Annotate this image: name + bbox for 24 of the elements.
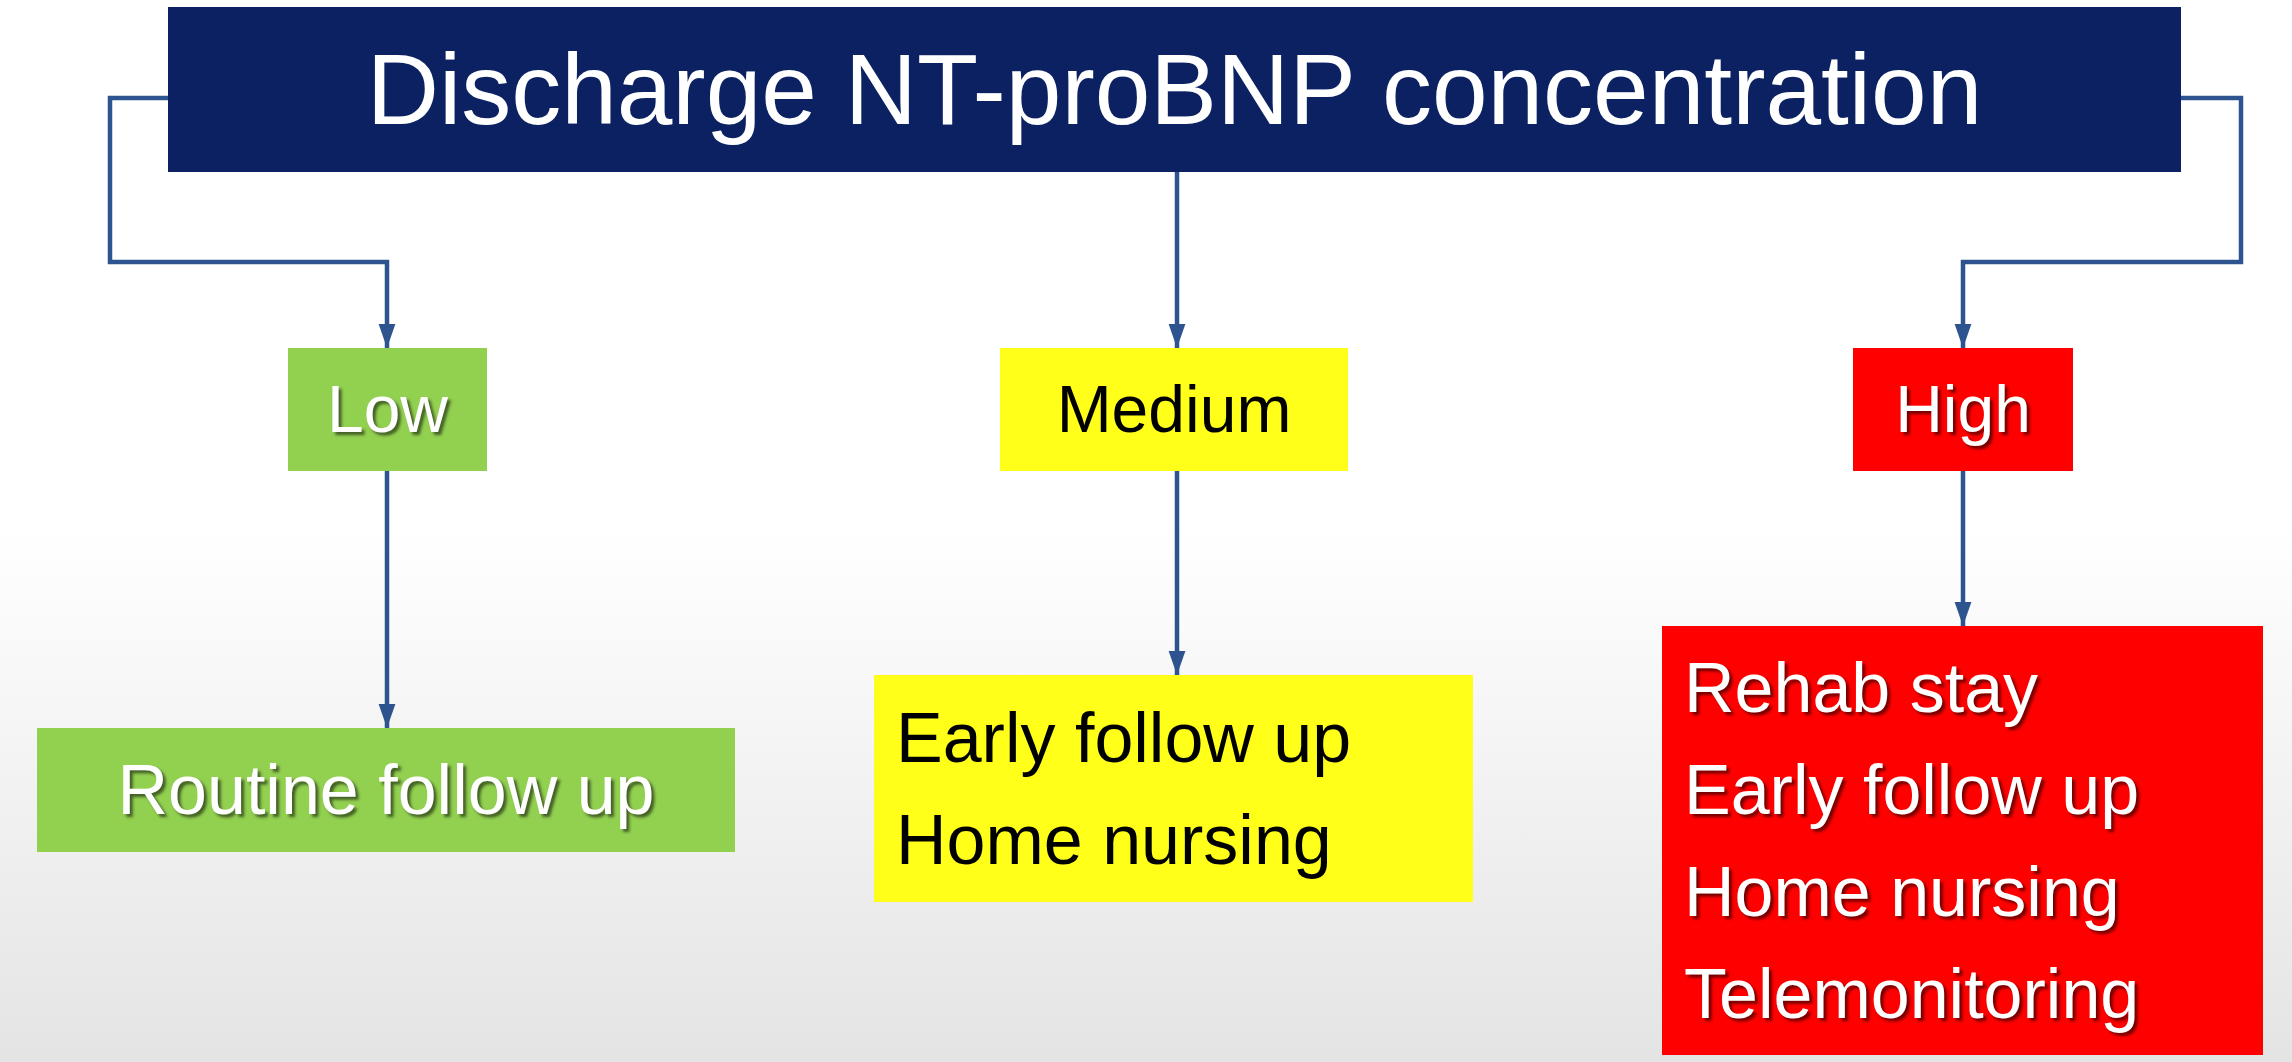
action-text: Rehab stay (1684, 647, 2039, 729)
category-label: High (1895, 371, 2031, 448)
arrow (378, 471, 396, 728)
category-label: Medium (1056, 371, 1292, 448)
action-box (874, 675, 1473, 902)
action-text: Routine follow up (117, 750, 655, 831)
arrow (107, 95, 396, 348)
action-box (37, 728, 735, 852)
action-text: Early follow up (1684, 749, 2140, 831)
action-text: Home nursing (1684, 851, 2120, 933)
category-box (1000, 348, 1348, 471)
category-label: Low (326, 371, 449, 448)
arrow (1954, 471, 1972, 626)
title-text: Discharge NT-proBNP concentration (366, 32, 1983, 147)
category-box (1853, 348, 2073, 471)
action-box (1662, 626, 2263, 1055)
title-box (168, 7, 2181, 172)
arrow (1168, 471, 1186, 675)
action-text: Home nursing (896, 799, 1332, 881)
category-box (288, 348, 487, 471)
action-text: Telemonitoring (1684, 953, 2140, 1035)
action-text: Early follow up (896, 697, 1352, 779)
arrow (1168, 172, 1186, 348)
arrow (1954, 95, 2244, 348)
